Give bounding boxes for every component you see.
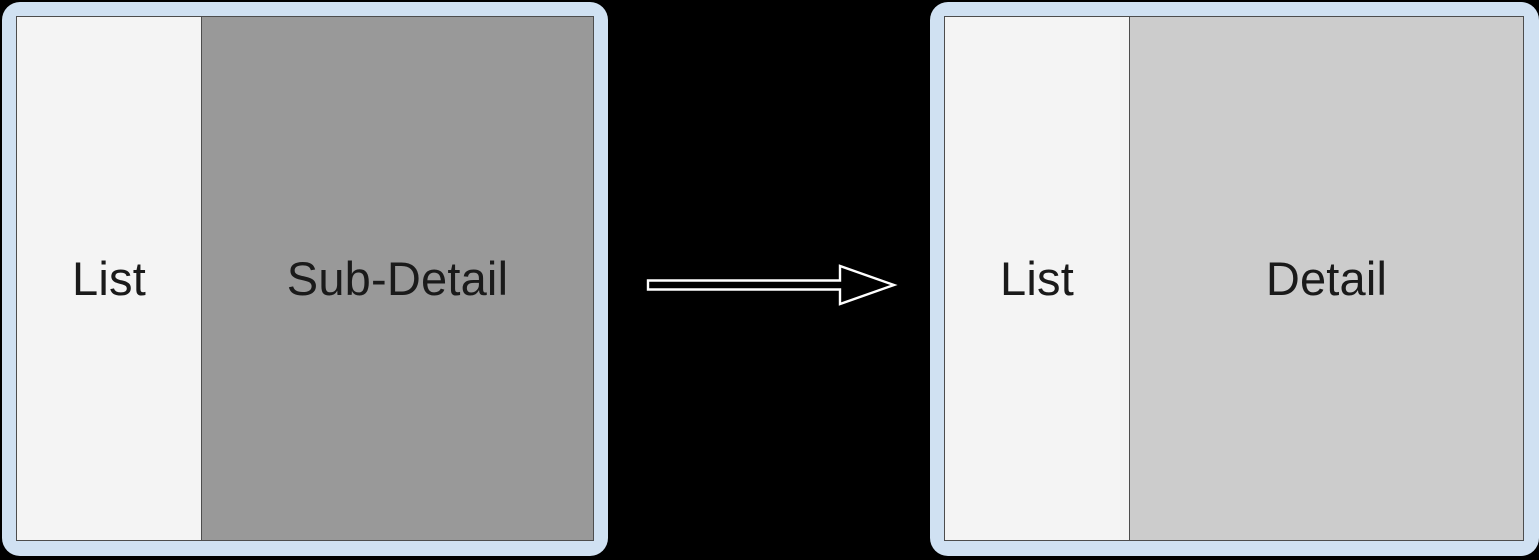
device-frame-before: List Sub-Detail [2, 2, 608, 556]
arrow-outline-path [646, 264, 898, 306]
pane-detail[interactable]: Detail [1130, 17, 1523, 540]
pane-label-list-after: List [1000, 252, 1074, 305]
screen-before: List Sub-Detail [16, 16, 594, 541]
pane-sub-detail[interactable]: Sub-Detail [202, 17, 593, 540]
pane-list-before[interactable]: List [17, 17, 202, 540]
pane-label-detail: Detail [1265, 252, 1388, 305]
pane-label-sub-detail: Sub-Detail [286, 252, 509, 305]
screen-after: List Detail [944, 16, 1524, 541]
pane-label-list-before: List [72, 252, 146, 305]
arrow-right-outline-icon [646, 264, 898, 306]
device-frame-after: List Detail [930, 2, 1539, 556]
pane-list-after[interactable]: List [945, 17, 1130, 540]
